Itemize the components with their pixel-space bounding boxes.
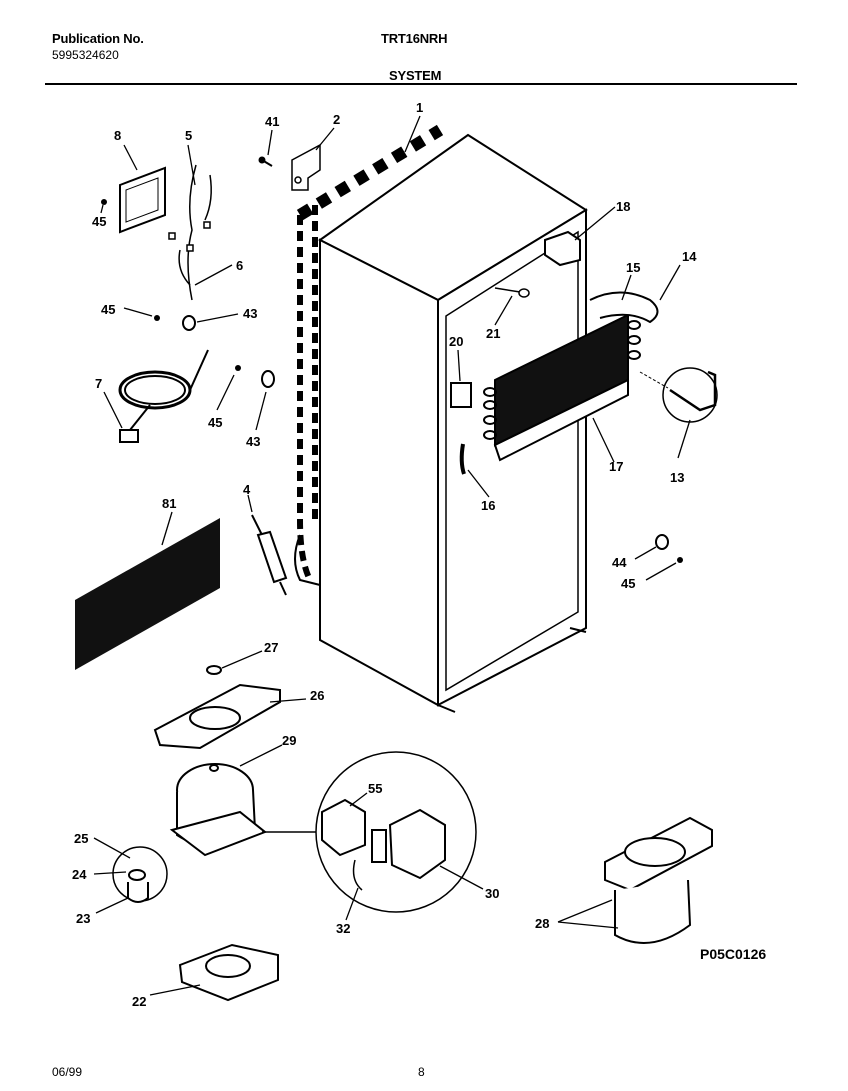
publication-number: 5995324620 (52, 48, 119, 62)
compressor-part-29 (169, 763, 267, 857)
part-18 (544, 230, 581, 267)
part-20 (450, 382, 472, 408)
panel-part-81 (75, 518, 220, 670)
diagram-code: P05C0126 (700, 946, 766, 962)
clamp-part-43-a (182, 315, 196, 331)
callout-45-a: 45 (92, 214, 106, 229)
cabinet (318, 133, 588, 713)
relay-detail-circle (262, 751, 477, 913)
bracket-part-2 (291, 143, 321, 191)
model-number: TRT16NRH (381, 31, 448, 46)
condenser-coil (294, 124, 444, 586)
callout-45-b: 45 (101, 302, 115, 317)
callout-17: 17 (609, 459, 623, 474)
callout-14: 14 (682, 249, 697, 264)
callout-29: 29 (282, 733, 296, 748)
callout-4: 4 (243, 482, 251, 497)
grommet-part-27 (206, 665, 222, 675)
callout-55: 55 (368, 781, 382, 796)
callout-30: 30 (485, 886, 499, 901)
screw-part-45-d (677, 557, 683, 563)
drain-pan-part-26 (153, 683, 281, 750)
clamp-part-43-b (261, 370, 275, 388)
callout-labels: 1 2 41 8 5 45 6 45 43 7 45 43 4 81 18 15… (72, 100, 697, 1009)
callout-45-d: 45 (621, 576, 635, 591)
evaporator (483, 291, 659, 462)
callout-43-a: 43 (243, 306, 257, 321)
callout-81: 81 (162, 496, 176, 511)
callout-23: 23 (76, 911, 90, 926)
callout-24: 24 (72, 867, 87, 882)
callout-27: 27 (264, 640, 278, 655)
mount-detail-circle (112, 846, 168, 903)
callout-43-b: 43 (246, 434, 260, 449)
callout-15: 15 (626, 260, 640, 275)
clamp-part-44 (655, 534, 669, 550)
footer-date: 06/99 (52, 1065, 83, 1079)
part-21 (494, 287, 530, 298)
callout-22: 22 (132, 994, 146, 1009)
callout-21: 21 (486, 326, 500, 341)
callout-6: 6 (236, 258, 243, 273)
callout-2: 2 (333, 112, 340, 127)
callout-13: 13 (670, 470, 684, 485)
screw-part-41 (258, 156, 273, 167)
part-16 (459, 443, 466, 475)
screw-part-45-c (235, 365, 241, 371)
compressor-assembly-part-28 (604, 816, 713, 944)
wiring-harness (168, 164, 212, 301)
footer-page: 8 (418, 1065, 425, 1079)
callout-45-c: 45 (208, 415, 222, 430)
base-bracket-part-22 (178, 943, 279, 1002)
callout-32: 32 (336, 921, 350, 936)
callout-25: 25 (74, 831, 88, 846)
screw-part-45-a (101, 199, 107, 205)
callout-20: 20 (449, 334, 463, 349)
callout-44: 44 (612, 555, 627, 570)
callout-8: 8 (114, 128, 121, 143)
callout-5: 5 (185, 128, 192, 143)
publication-label: Publication No. (52, 31, 144, 46)
power-cord (118, 349, 209, 443)
callout-7: 7 (95, 376, 102, 391)
callout-41: 41 (265, 114, 279, 129)
panel-part-8 (119, 166, 166, 234)
callout-1: 1 (416, 100, 423, 115)
callout-16: 16 (481, 498, 495, 513)
callout-28: 28 (535, 916, 549, 931)
callout-26: 26 (310, 688, 324, 703)
detail-circle-part-13 (639, 367, 718, 423)
leader-lines (93, 115, 691, 996)
drier-part-4 (251, 514, 288, 596)
screw-part-45-b (154, 315, 160, 321)
callout-18: 18 (616, 199, 630, 214)
section-title: SYSTEM (389, 68, 442, 83)
